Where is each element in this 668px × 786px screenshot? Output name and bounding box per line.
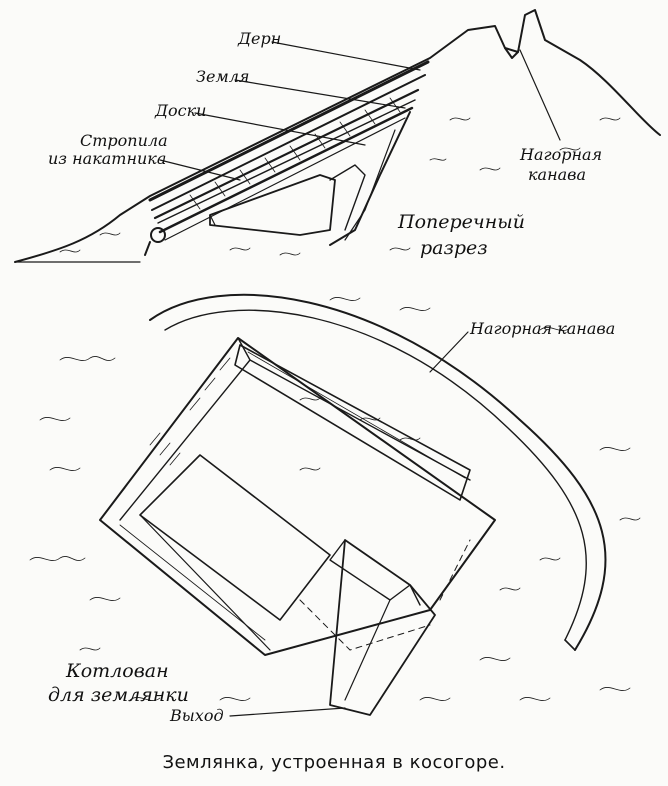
boards-layer xyxy=(153,88,420,220)
label-upland-ditch-top-line1: Нагорная xyxy=(520,145,603,164)
label-boards: Доски xyxy=(155,101,207,120)
label-upland-ditch-plan: Нагорная канава xyxy=(470,319,616,338)
label-cross-section-line1: Поперечный xyxy=(398,211,525,233)
label-earth: Земля xyxy=(196,67,250,86)
label-cross-section-line2: разрез xyxy=(420,237,488,259)
bench xyxy=(209,174,336,236)
label-pit-line2: для землянки xyxy=(48,684,189,706)
earth-layer xyxy=(151,74,426,211)
label-rafters-line1: Стропила xyxy=(80,131,168,150)
label-sod: Дерн xyxy=(238,29,282,48)
leader-lines-top xyxy=(159,41,561,181)
label-rafters-line2: из накатника xyxy=(48,149,167,168)
label-pit-line1: Котлован xyxy=(66,660,169,682)
leader-lines-plan xyxy=(229,331,469,717)
upland-ditch-section xyxy=(504,47,519,59)
upland-ditch-arc-inner xyxy=(164,309,587,641)
rafter-log xyxy=(158,106,414,234)
upland-ditch-arc-outer xyxy=(149,293,607,651)
figure-caption: Землянка, устроенная в косогоре. xyxy=(162,752,506,773)
plan-view-drawing xyxy=(29,293,641,716)
label-exit: Выход xyxy=(170,706,224,725)
label-upland-ditch-top-line2: канава xyxy=(528,165,587,184)
rafter-end xyxy=(150,227,166,243)
pit-outline xyxy=(99,337,496,656)
lower-bench xyxy=(139,454,331,621)
cross-section-drawing xyxy=(14,9,661,263)
exit-trench xyxy=(329,539,436,716)
upper-bench xyxy=(234,344,471,501)
dashed-boundary xyxy=(299,599,431,651)
